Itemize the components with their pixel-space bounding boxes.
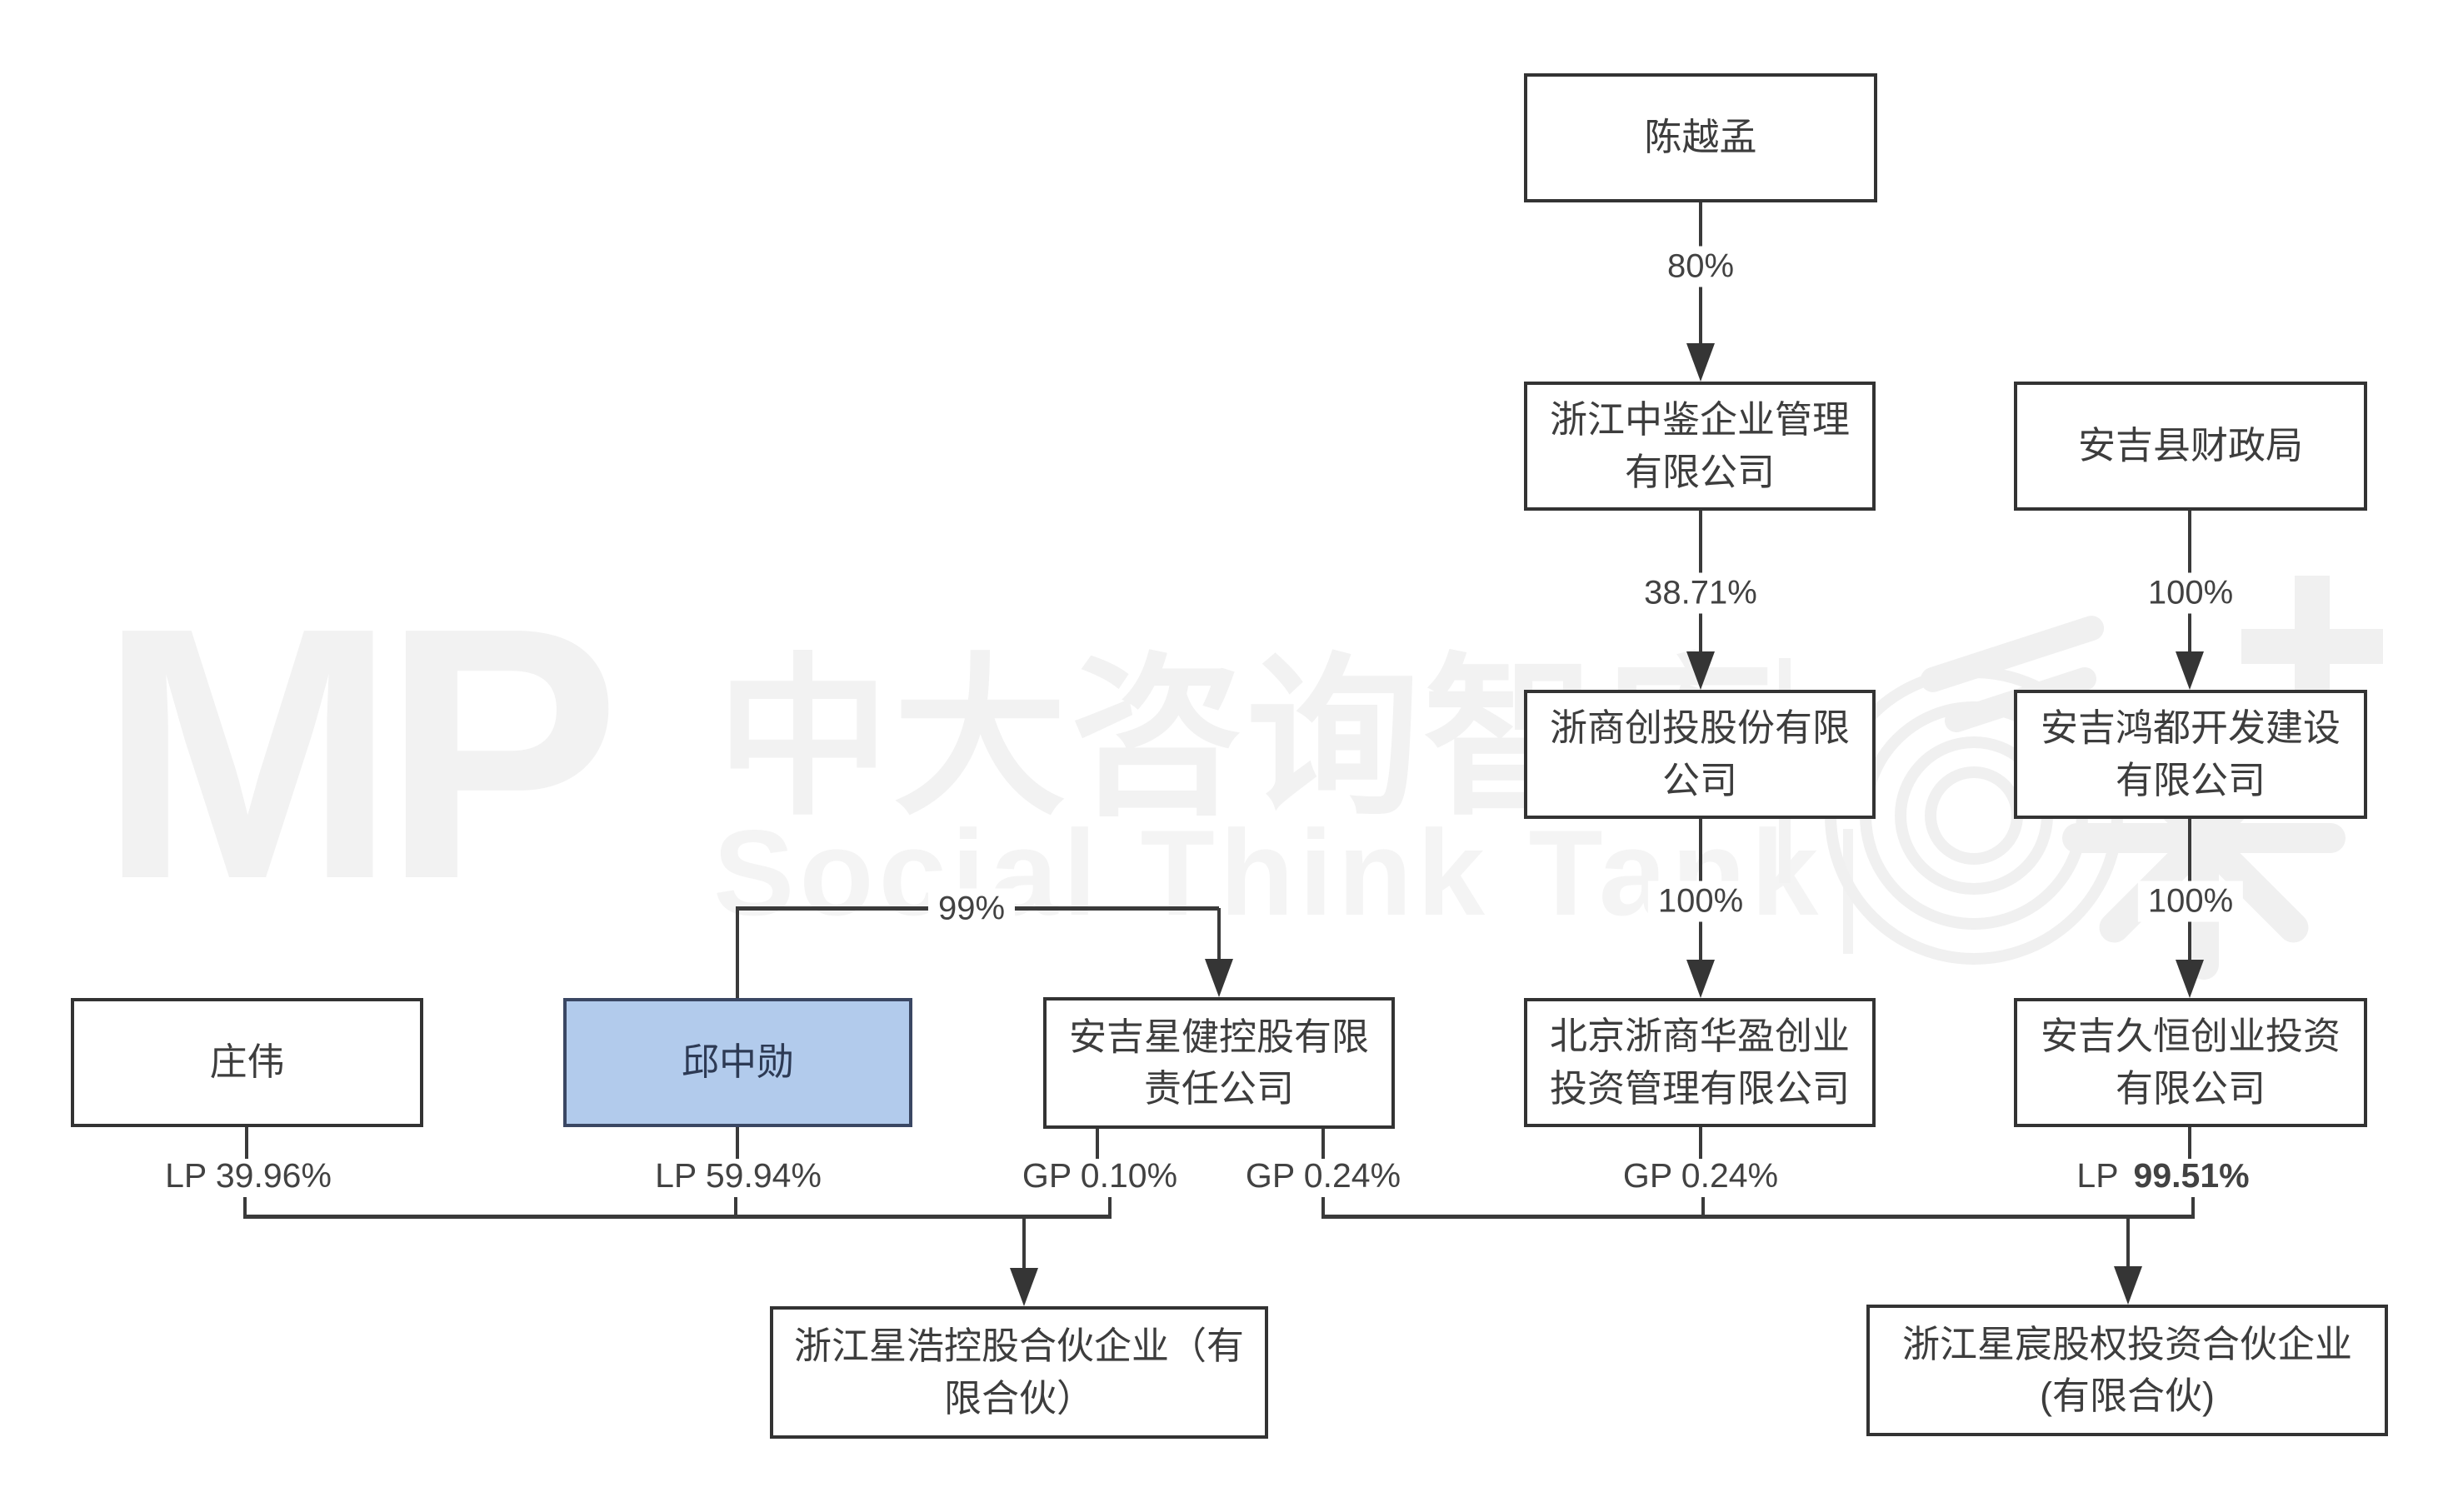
watermark-mp-logo: MP — [98, 554, 621, 954]
node-zhejiang-xingchen: 浙江星宸股权投资合伙企业 (有限合伙) — [1866, 1305, 2388, 1436]
node-label: 浙江星浩控股合伙企业（有 限合伙） — [793, 1325, 1244, 1420]
arrowhead-down — [1686, 651, 1715, 690]
node-label: 安吉鸿都开发建设 有限公司 — [2040, 706, 2341, 801]
share-label-lp-prefix: LP — [2076, 1156, 2119, 1195]
node-anji-hongdu: 安吉鸿都开发建设 有限公司 — [2014, 690, 2367, 819]
stub-line — [1321, 1197, 1325, 1217]
node-chen-yuemeng: 陈越孟 — [1524, 73, 1877, 202]
stub-line — [1699, 1127, 1702, 1159]
node-anji-xingjian: 安吉星健控股有限 责任公司 — [1043, 997, 1395, 1129]
share-label-gp-0-24-a: GP 0.24% — [1245, 1156, 1401, 1195]
stub-line — [1701, 1197, 1705, 1217]
node-anji-caizhengju: 安吉县财政局 — [2014, 382, 2367, 511]
stub-line — [1321, 1129, 1325, 1159]
node-zhejiang-xinghao: 浙江星浩控股合伙企业（有 限合伙） — [770, 1306, 1268, 1439]
edge-label-100-left-lower: 100% — [1647, 881, 1754, 922]
stub-line — [245, 1127, 248, 1159]
share-label-lp-value: 99.51% — [2133, 1156, 2250, 1195]
stub-line — [2188, 1127, 2191, 1159]
stub-line — [736, 1127, 739, 1159]
node-zhuang-wei: 庄伟 — [71, 998, 423, 1127]
edge-label-38-71: 38.71% — [1634, 572, 1767, 614]
bus-line-right — [1321, 1215, 2195, 1219]
node-label: 浙江星宸股权投资合伙企业 (有限合伙) — [1901, 1322, 2352, 1417]
bus-line-left — [243, 1215, 1112, 1219]
edge-label-100-right-upper: 100% — [2137, 572, 2244, 614]
edge-label-80: 80% — [1656, 246, 1745, 287]
node-label: 安吉星健控股有限 责任公司 — [1068, 1015, 1369, 1110]
node-label: 庄伟 — [209, 1040, 285, 1084]
arrowhead-down — [2176, 651, 2204, 690]
connector-line — [1217, 908, 1221, 961]
stub-line — [243, 1197, 247, 1217]
node-label: 浙商创投股份有限 公司 — [1549, 706, 1850, 801]
connector-line — [736, 908, 739, 998]
share-label-lp-59-94: LP 59.94% — [655, 1156, 822, 1195]
watermark-swirl-ring — [1925, 766, 2023, 865]
arrowhead-down — [2114, 1266, 2142, 1305]
edge-label-99: 99% — [927, 888, 1016, 930]
share-label-gp-0-10: GP 0.10% — [1022, 1156, 1178, 1195]
node-label: 陈越孟 — [1644, 116, 1757, 159]
stub-line — [2191, 1197, 2195, 1217]
arrowhead-down — [1686, 343, 1715, 382]
node-qiu-zhongxun-highlighted: 邱中勋 — [563, 998, 912, 1127]
watermark-english-text: Social Think Tank — [713, 805, 1824, 941]
connector-line — [1022, 1215, 1026, 1270]
edge-label-100-right-lower: 100% — [2137, 881, 2244, 922]
arrowhead-down — [1686, 960, 1715, 998]
node-zheshang-chuangtou: 浙商创投股份有限 公司 — [1524, 690, 1876, 819]
arrowhead-down — [1205, 959, 1233, 997]
node-anji-jiuheng: 安吉久恒创业投资 有限公司 — [2014, 998, 2367, 1127]
stub-line — [734, 1197, 737, 1217]
stub-line — [1096, 1129, 1099, 1159]
share-label-lp-39-96: LP 39.96% — [165, 1156, 332, 1195]
node-label: 浙江中鉴企业管理 有限公司 — [1549, 398, 1850, 493]
arrowhead-down — [2176, 960, 2204, 998]
node-label: 邱中勋 — [681, 1040, 794, 1084]
share-label-gp-0-24-b: GP 0.24% — [1622, 1156, 1779, 1195]
node-zhejiang-zhongjian: 浙江中鉴企业管理 有限公司 — [1524, 382, 1876, 511]
share-label-lp-99-51: LP 99.51% — [2076, 1156, 2249, 1195]
node-label: 北京浙商华盈创业 投资管理有限公司 — [1549, 1015, 1850, 1110]
connector-line — [2126, 1215, 2130, 1268]
node-label: 安吉县财政局 — [2077, 424, 2303, 467]
node-beijing-huaying: 北京浙商华盈创业 投资管理有限公司 — [1524, 998, 1876, 1127]
stub-line — [1108, 1197, 1112, 1217]
node-label: 安吉久恒创业投资 有限公司 — [2040, 1015, 2341, 1110]
arrowhead-down — [1010, 1268, 1038, 1306]
